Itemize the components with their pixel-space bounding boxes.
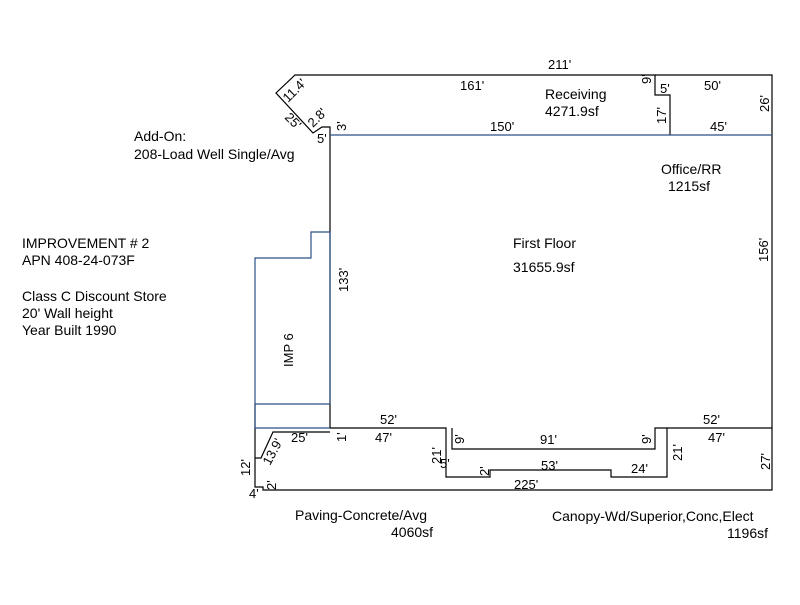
improvement-title: IMPROVEMENT # 2 <box>22 235 150 251</box>
first-floor-name: First Floor <box>513 235 576 251</box>
dim: 25' <box>282 110 305 133</box>
dim: 47' <box>375 430 392 445</box>
receiving-name: Receiving <box>545 86 607 102</box>
office-name: Office/RR <box>661 161 722 177</box>
dim: 2' <box>477 466 492 476</box>
dim: 52' <box>703 412 720 427</box>
class: Class C Discount Store <box>22 288 167 304</box>
dim: 5' <box>440 456 450 471</box>
dim: 21' <box>670 444 685 461</box>
addon-label: Add-On: <box>134 128 187 144</box>
paving-name: Paving-Concrete/Avg <box>295 507 428 523</box>
dim: 11.4' <box>280 76 310 106</box>
apn: APN 408-24-073F <box>22 252 135 268</box>
dim: 21' <box>429 447 444 464</box>
dim: 13.9' <box>259 436 285 468</box>
dim: 4' <box>249 486 259 501</box>
office-size: 1215sf <box>668 178 711 194</box>
canopy-size: 1196sf <box>727 525 768 541</box>
addon-value: 208-Load Well Single/Avg <box>134 146 295 162</box>
wall-height: 20' Wall height <box>22 305 113 321</box>
dim: 150' <box>490 119 514 134</box>
dim: 5' <box>660 81 670 96</box>
outer-outline <box>254 74 773 491</box>
paving-size: 4060sf <box>391 524 434 540</box>
dim: 225' <box>514 477 538 492</box>
dim: 211' <box>548 57 571 72</box>
dim: 1' <box>334 432 349 442</box>
dim: 9' <box>452 434 467 444</box>
dim: 27' <box>758 453 773 470</box>
dimension-labels: 211' 161' 9' 5' 50' 26' 11.4' 25' 2.8' 3… <box>238 57 773 501</box>
dim: 133' <box>336 268 351 292</box>
dim: 12' <box>238 459 253 476</box>
dim: 3' <box>334 121 349 131</box>
year-built: Year Built 1990 <box>22 322 117 338</box>
dim: 45' <box>710 119 727 134</box>
receiving-size: 4271.9sf <box>545 103 599 119</box>
dim: 5' <box>317 131 327 146</box>
dim: 47' <box>708 430 725 445</box>
dim: 26' <box>757 95 772 112</box>
dim: 91' <box>540 432 557 447</box>
floor-outline <box>254 134 772 429</box>
first-floor-size: 31655.9sf <box>513 259 575 275</box>
dim: 24' <box>631 461 648 476</box>
dim: 53' <box>541 458 558 473</box>
dim: 25' <box>291 430 308 445</box>
dim: 2.8' <box>305 105 330 130</box>
dim: 156' <box>756 238 771 262</box>
dim: 9' <box>639 74 654 84</box>
dim: 2' <box>264 480 279 490</box>
dim: 9' <box>639 434 654 444</box>
dim: 50' <box>704 78 721 93</box>
imp6-label: IMP 6 <box>281 333 296 367</box>
dim: 161' <box>460 78 484 93</box>
canopy-name: Canopy-Wd/Superior,Conc,Elect <box>552 508 754 524</box>
dim: 52' <box>380 412 397 427</box>
dim: 17' <box>654 107 669 124</box>
